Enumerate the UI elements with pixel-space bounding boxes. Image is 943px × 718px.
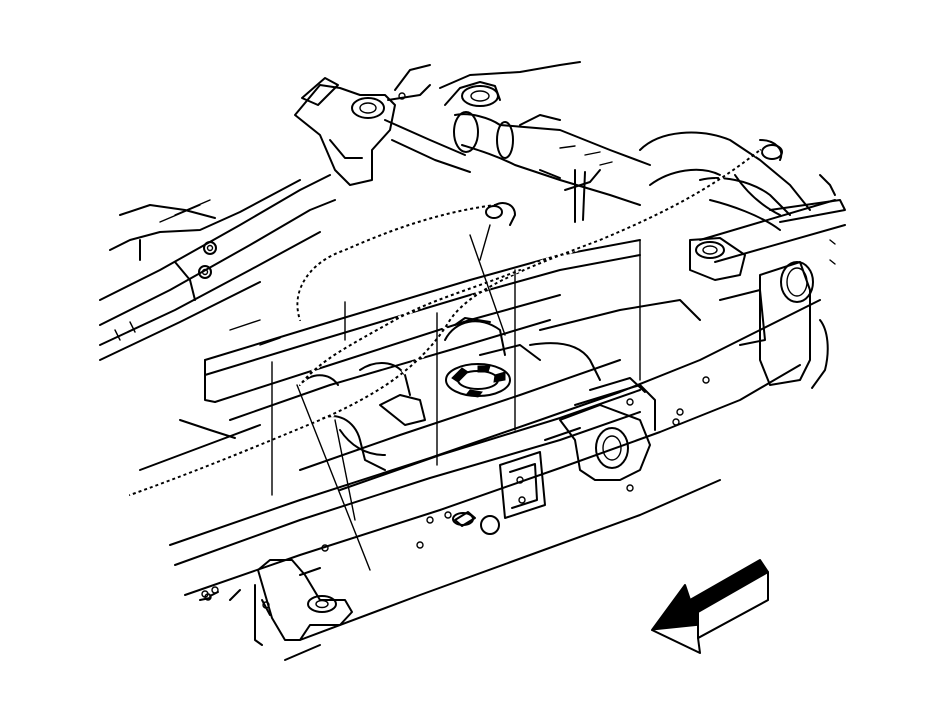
direction-arrow-icon [650, 559, 769, 654]
spring-hanger [499, 377, 656, 519]
front-frame-rail [169, 299, 821, 661]
wiring-harness [129, 148, 762, 498]
rear-axle-area [639, 131, 846, 389]
upper-body-mount [294, 64, 431, 186]
front-body-mount [199, 559, 353, 646]
filler-neck-assembly [384, 61, 651, 223]
left-frame-rail [99, 174, 336, 361]
callout-lines [271, 224, 641, 571]
fuel-tank-crossmember [204, 239, 701, 491]
